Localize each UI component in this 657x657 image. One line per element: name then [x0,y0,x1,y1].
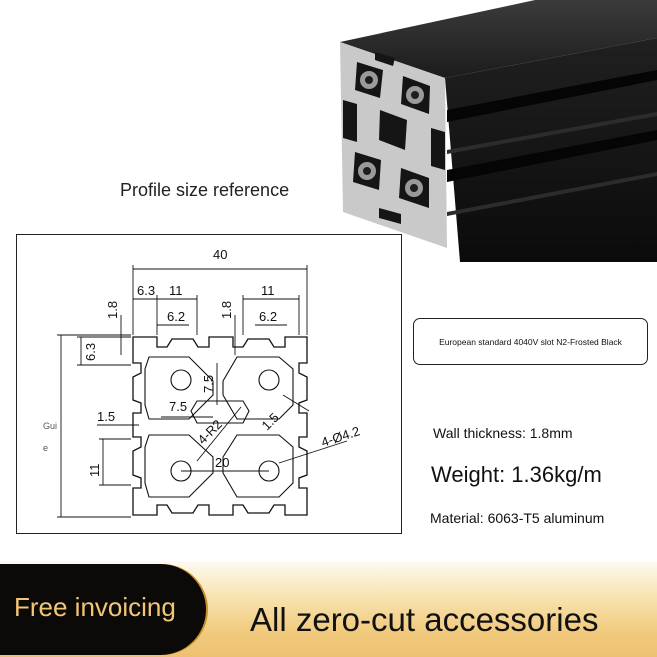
dim-11-bottom: 11 [87,464,102,478]
side-text-line-1: Gui [43,421,57,431]
free-invoicing-label: Free invoicing [14,592,176,622]
dim-6-2-left: 6.2 [167,309,185,324]
profile-photo [335,0,657,262]
dim-1-8-left: 1.8 [105,301,120,319]
dim-20: 20 [215,455,229,470]
dim-7-5-vertical: 7.5 [201,375,216,393]
side-text-line-2: e [43,443,48,453]
dim-7-5-horizontal: 7.5 [169,399,187,414]
dim-11-right: 11 [261,283,275,298]
dim-1-5-left: 1.5 [97,409,115,424]
dim-6-2-right: 6.2 [259,309,277,324]
dim-1-5-diagonal: 1.5 [259,410,282,433]
dim-6-3-top: 6.3 [137,283,155,298]
accessories-label: All zero-cut accessories [250,601,599,638]
wall-thickness-text: Wall thickness: 1.8mm [433,425,573,441]
spec-text: European standard 4040V slot N2-Frosted … [439,336,622,347]
material-text: Material: 6063-T5 aluminum [430,510,605,526]
profile-outline [132,336,308,516]
hole-label: 4-Ø4.2 [319,423,361,450]
profile-size-caption: Profile size reference [120,180,290,200]
dim-1-8-mid: 1.8 [219,301,234,319]
weight-text: Weight: 1.36kg/m [431,462,602,487]
dim-6-3-side: 6.3 [83,343,98,361]
dimension-drawing: 40 6.3 11 1.8 1.8 11 6.2 6.2 6.3 7.5 7.5… [16,234,402,534]
dim-40: 40 [213,247,227,262]
dim-11-left: 11 [169,283,183,298]
invoice-pill [0,564,206,655]
product-spec-box: European standard 4040V slot N2-Frosted … [413,318,648,365]
